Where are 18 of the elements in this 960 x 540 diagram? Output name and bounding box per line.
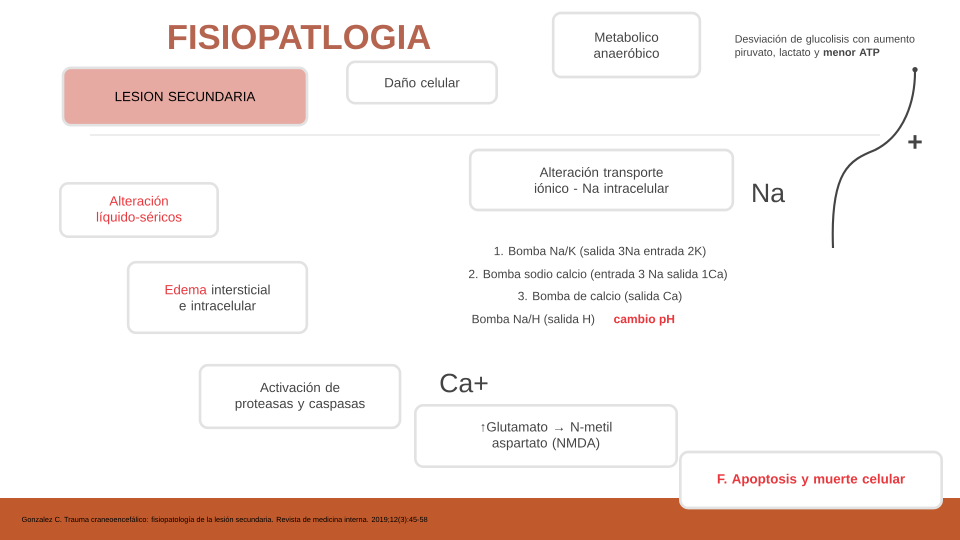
- title: FISIOPATLOGIA: [169, 24, 430, 50]
- text-box: Metabolico anaeróbico: [552, 12, 702, 78]
- plus-sign: +: [908, 135, 922, 149]
- text-box: Alteración líquido-séricos: [59, 182, 219, 238]
- list-item: 2. Bomba sodio calcio (entrada 3 Na salida 1Ca): [468, 269, 727, 281]
- list-item: 3. Bomba de calcio (salida Ca): [518, 291, 682, 303]
- text-box: Activación de proteasas y caspasas: [198, 364, 402, 430]
- ion-label: Ca+: [440, 374, 488, 392]
- text-box: Edema intersticial e intracelular: [126, 260, 308, 334]
- highlight-box: LESION SECUNDARIA: [62, 66, 308, 126]
- text-box: Alteración transporte iónico - Na intracelular: [468, 148, 734, 212]
- list-item: Bomba Na/H (salida H): [472, 314, 594, 326]
- text-box: F. Apoptosis y muerte celular: [679, 450, 943, 510]
- highlight-text: cambio pH: [614, 314, 674, 326]
- list-item: 1. Bomba Na/K (salida 3Na entrada 2K): [494, 246, 706, 258]
- text-box: Daño celular: [346, 60, 498, 104]
- text-box: ↑Glutamato → N-metil aspartato (NMDA): [414, 404, 678, 468]
- side-note: Desviación de glucolisis con aumento piruvato, lactato y menor ATP: [735, 34, 914, 58]
